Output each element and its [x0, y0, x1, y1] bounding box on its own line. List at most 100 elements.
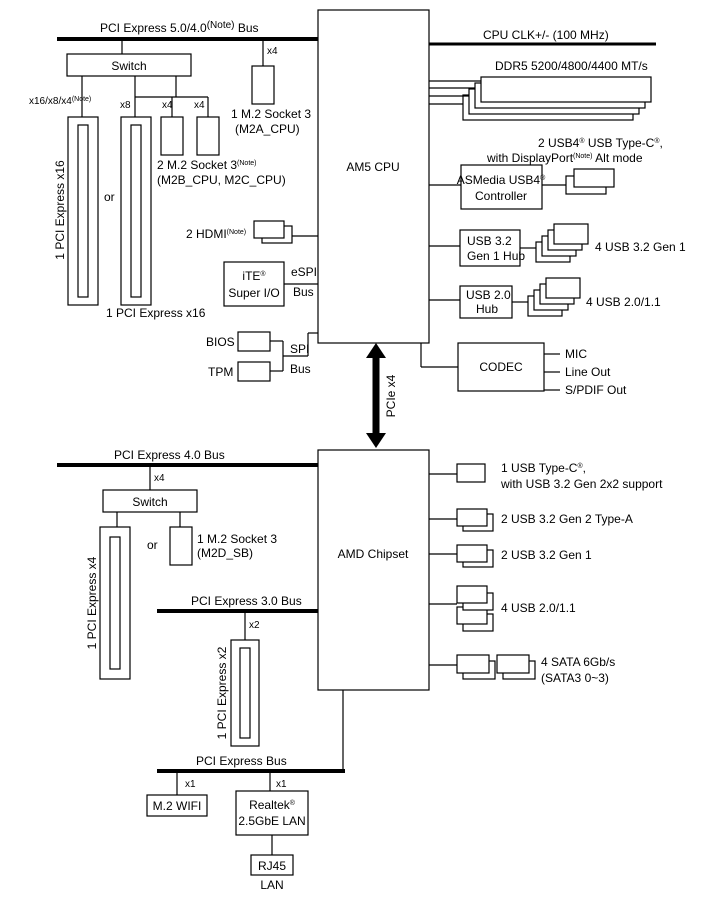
- m2d-label-1: 1 M.2 Socket 3: [197, 532, 277, 546]
- rj45-label: RJ45: [258, 859, 286, 873]
- m2b-socket: [160, 116, 184, 156]
- or-label-chipset: or: [147, 538, 158, 552]
- ddr5-label: DDR5 5200/4800/4400 MT/s: [495, 59, 648, 73]
- pcie-x4-slot-inner: [109, 536, 121, 670]
- m2d-label-2: (M2D_SB): [197, 546, 253, 560]
- m2a-label-2: (M2A_CPU): [235, 122, 300, 136]
- pcie-x16-bottom-label: 1 PCI Express x16: [106, 306, 206, 320]
- wifi-x1-label: x1: [185, 779, 196, 790]
- realtek-x1-label: x1: [276, 779, 287, 790]
- dimm-1: [480, 76, 652, 103]
- m2-wifi-label: M.2 WIFI: [153, 799, 202, 813]
- asmedia-label-1: ASMedia USB4®: [457, 173, 546, 187]
- mic-label: MIC: [565, 347, 587, 361]
- cpu-label: AM5 CPU: [346, 160, 399, 174]
- lan-label: LAN: [260, 878, 283, 892]
- bios-label: BIOS: [206, 335, 235, 349]
- cpu-switch-label: Switch: [111, 59, 146, 73]
- chipset-block: [317, 449, 430, 691]
- usb4-label-2: with DisplayPort(Note) Alt mode: [486, 151, 643, 165]
- sata-port-stack: [456, 654, 536, 680]
- sata-label-2: (SATA3 0~3): [541, 671, 609, 685]
- usb4-port-front: [573, 168, 615, 188]
- hdmi-label: 2 HDMI(Note): [186, 227, 246, 241]
- pcie-x4-label: 1 PCI Express x4: [85, 556, 99, 649]
- pcie-x2-slot-inner: [239, 647, 251, 739]
- m2bc-label-2: (M2B_CPU, M2C_CPU): [157, 173, 286, 187]
- realtek-box: [235, 790, 309, 836]
- pcie5-bus-label: PCI Express 5.0/4.0(Note) Bus: [100, 20, 259, 35]
- cpu-block: [317, 9, 430, 344]
- espi-label: eSPI: [291, 265, 317, 279]
- m2a-x4-label: x4: [267, 46, 278, 57]
- m2c-socket: [196, 116, 220, 156]
- espi-bus-label: Bus: [293, 285, 314, 299]
- typec-port: [456, 463, 486, 483]
- asmedia-box: [460, 164, 543, 210]
- pcie4-x4-label: x4: [154, 473, 165, 484]
- ite-label-2: Super I/O: [228, 286, 279, 300]
- tpm-label: TPM: [208, 365, 233, 379]
- rj45-box: [250, 854, 294, 876]
- usb32g2-label: 2 USB 3.2 Gen 2 Type-A: [501, 512, 633, 526]
- clk-label: CPU CLK+/- (100 MHz): [483, 28, 609, 42]
- pcie-x4-link-label: PCIe x4: [384, 374, 398, 417]
- pcie-bus-label: PCI Express Bus: [196, 754, 287, 768]
- lanes-x4a-label: x4: [162, 100, 173, 111]
- usb20-cpu-label: 4 USB 2.0/1.1: [586, 295, 661, 309]
- cpu-switch-box: [66, 53, 192, 77]
- usb20-port-stack: [527, 277, 581, 317]
- m2bc-label-1: 2 M.2 Socket 3(Note): [157, 158, 257, 172]
- spi-label: SPI: [290, 342, 309, 356]
- typec-label-2: with USB 3.2 Gen 2x2 support: [500, 477, 663, 491]
- usb32-port-1: [553, 223, 589, 245]
- usb20-hub-label-2: Hub: [476, 302, 498, 316]
- usb20-hub-box: [459, 285, 513, 319]
- lanes-x4b-label: x4: [194, 100, 205, 111]
- lineout-label: Line Out: [565, 365, 611, 379]
- tpm-box: [237, 361, 271, 382]
- usb32g1-cpu-label: 4 USB 3.2 Gen 1: [595, 240, 686, 254]
- asmedia-label-2: Controller: [475, 189, 527, 203]
- usb20-chipset-label: 4 USB 2.0/1.1: [501, 601, 576, 615]
- or-label-cpu: or: [104, 190, 115, 204]
- chipset-switch-label: Switch: [132, 495, 167, 509]
- lanes-x8-label: x8: [120, 100, 131, 111]
- pcie-x16-vertical-label: 1 PCI Express x16: [53, 160, 67, 260]
- dimm-stack: [462, 76, 652, 121]
- usb20-hub-label-1: USB 2.0: [466, 288, 511, 302]
- spi-bus-label: Bus: [290, 362, 311, 376]
- usb20-port-1: [545, 277, 581, 299]
- link-arrow-up: [366, 343, 386, 358]
- chipset-switch-box: [102, 489, 198, 513]
- lanes-x16-label: x16/x8/x4(Note): [29, 96, 91, 107]
- hdmi-port-front: [253, 220, 285, 239]
- usb32-hub-label-2: Gen 1 Hub: [467, 249, 525, 263]
- ite-label-1: iTE®: [242, 269, 266, 283]
- sata-port-1: [456, 654, 490, 674]
- usb32-hub-label-1: USB 3.2: [467, 234, 512, 248]
- pcie3-x2-label: x2: [249, 620, 260, 631]
- pcie-x16-slot-2-inner: [130, 124, 142, 298]
- pcie3-bus-label: PCI Express 3.0 Bus: [191, 594, 302, 608]
- m2-wifi-box: [146, 794, 208, 817]
- sata-label-1: 4 SATA 6Gb/s: [541, 655, 615, 669]
- usb20-chipset-port-stack: [456, 585, 494, 632]
- pcie-x2-label: 1 PCI Express x2: [215, 646, 229, 739]
- pcie4-bus-label: PCI Express 4.0 Bus: [114, 448, 225, 462]
- bios-box: [237, 331, 271, 352]
- usb32-port-stack: [535, 223, 589, 263]
- pcie-x16-slot-1-inner: [77, 124, 89, 298]
- codec-label: CODEC: [479, 360, 523, 374]
- chipset-label: AMD Chipset: [338, 547, 409, 561]
- typec-label-1: 1 USB Type-C®,: [501, 461, 586, 475]
- m2a-socket: [251, 65, 275, 105]
- spdif-label: S/PDIF Out: [565, 383, 627, 397]
- usb4-label-1: 2 USB4® USB Type-C®,: [538, 136, 663, 150]
- m2d-socket: [169, 526, 193, 566]
- link-arrow-down: [366, 433, 386, 448]
- usb32-hub-box: [459, 229, 521, 267]
- codec-box: [457, 342, 545, 392]
- sata-port-3: [496, 654, 530, 674]
